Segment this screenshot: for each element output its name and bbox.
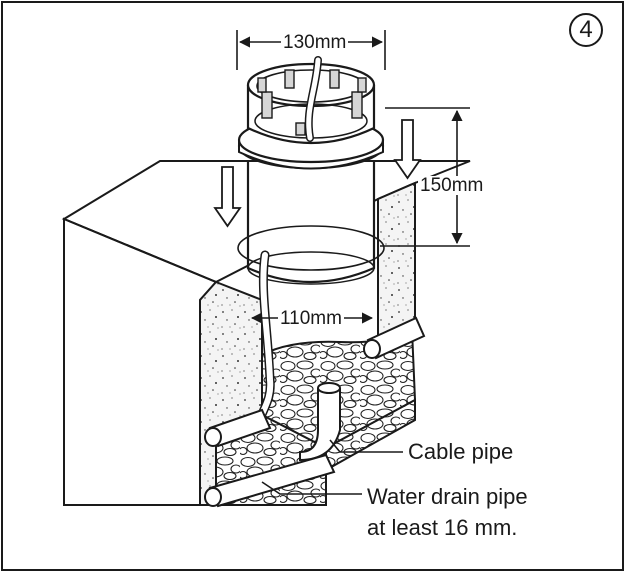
dimension-label-top-width: 130mm <box>281 32 349 53</box>
dimension-label-inner-width: 110mm <box>278 308 344 329</box>
cylinder-opening <box>237 225 385 271</box>
insert-arrows <box>213 119 422 228</box>
water-drain-label-line1: Water drain pipe <box>367 484 528 509</box>
cylinder-body <box>246 162 376 284</box>
cable-standpipe <box>299 388 341 462</box>
dimension-label-height: 150mm <box>418 175 486 196</box>
ring-clips <box>257 69 367 136</box>
cable-pipe-label: Cable pipe <box>408 439 514 464</box>
drain-pipes <box>204 316 426 508</box>
step-number-badge: 4 <box>569 13 603 47</box>
water-drain-label-line2: at least 16 mm. <box>367 515 518 540</box>
